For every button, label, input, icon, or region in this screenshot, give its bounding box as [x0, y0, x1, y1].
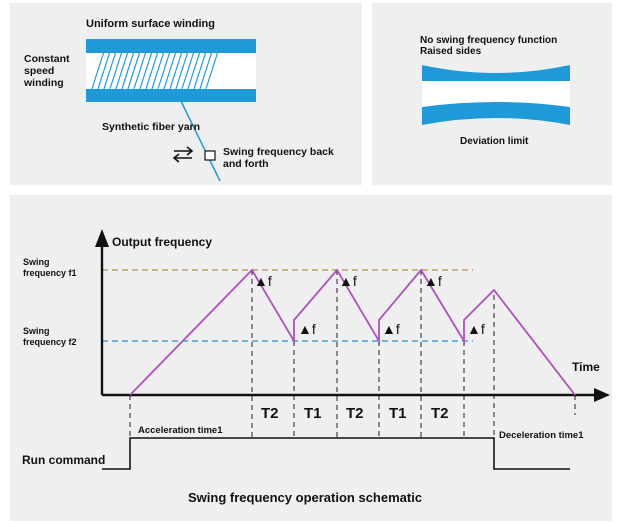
winding-panel: Uniform surface winding Constant speed w… [10, 3, 362, 185]
constant-speed-label-3: winding [24, 77, 64, 89]
spool-core [86, 53, 256, 89]
delta-f-label: ▲f [424, 273, 442, 289]
raised-spool-bottom [422, 102, 570, 125]
delta-f-label: ▲f [382, 321, 400, 337]
delta-f-label: ▲f [298, 321, 316, 337]
uniform-winding-label: Uniform surface winding [86, 18, 215, 30]
delta-f-label: ▲f [467, 321, 485, 337]
period-label-t2: T2 [431, 405, 449, 422]
period-label-t1: T1 [389, 405, 407, 422]
no-swing-title-2: Raised sides [420, 46, 482, 57]
acceleration-time-label: Acceleration time1 [138, 425, 223, 436]
period-label-t2: T2 [261, 405, 279, 422]
frequency-curve [129, 268, 576, 396]
constant-speed-label-1: Constant [24, 53, 70, 65]
y-axis-label: Output frequency [112, 235, 213, 249]
run-command-label: Run command [22, 453, 106, 467]
constant-speed-label-2: speed [24, 65, 55, 77]
winding-illustration [86, 38, 256, 182]
swing-back-forth-label-2: and forth [223, 158, 269, 170]
traverse-guide [204, 150, 216, 161]
deviation-limit-label: Deviation limit [460, 136, 529, 147]
delta-f-label: ▲f [254, 273, 272, 289]
swing-back-forth-label-1: Swing frequency back [223, 146, 334, 158]
back-forth-arrows-icon [172, 146, 194, 163]
x-axis-arrow-icon [594, 388, 610, 402]
run-command-signal [102, 437, 570, 470]
no-swing-panel: No swing frequency function Raised sides… [372, 3, 612, 185]
yarn-line [177, 94, 221, 182]
f2-label-2: frequency f2 [23, 337, 77, 347]
delta-f-label: ▲f [339, 273, 357, 289]
deceleration-time-label: Deceleration time1 [499, 430, 584, 441]
x-axis-label: Time [572, 360, 600, 374]
swing-frequency-schematic [95, 229, 610, 470]
timing-markers [129, 270, 576, 443]
y-axis-arrow-icon [95, 229, 109, 247]
raised-sides-illustration [422, 65, 570, 125]
spool-bottom-band [86, 89, 256, 102]
period-label-t2: T2 [346, 405, 364, 422]
yarn-hatching [89, 38, 223, 96]
f2-label-1: Swing [23, 326, 50, 336]
no-swing-title-1: No swing frequency function [420, 35, 558, 46]
figure-caption: Swing frequency operation schematic [188, 490, 423, 505]
f1-label-2: frequency f1 [23, 268, 77, 278]
period-label-t1: T1 [304, 405, 322, 422]
synthetic-yarn-label: Synthetic fiber yarn [102, 121, 201, 133]
schematic-panel: Output frequency Time Swing frequency f1… [10, 195, 612, 521]
f1-label-1: Swing [23, 257, 50, 267]
